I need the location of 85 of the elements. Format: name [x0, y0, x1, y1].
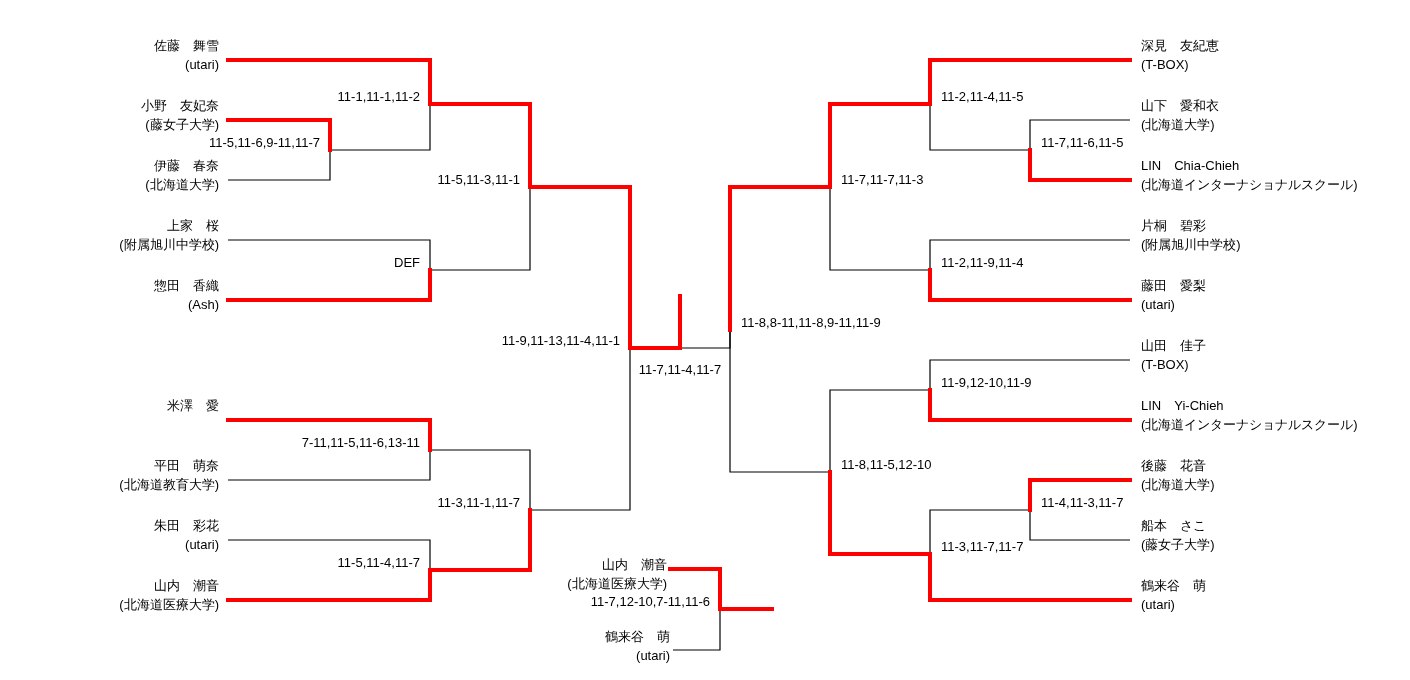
match-score: 11-2,11-9,11-4 — [941, 255, 1024, 270]
player-name: LIN Chia-Chieh — [1141, 157, 1240, 175]
player-name: 朱田 彩花 — [154, 517, 219, 535]
team-name: (utari) — [1141, 296, 1175, 314]
bracket-line — [672, 608, 721, 651]
bracket-line — [929, 239, 1131, 271]
team-name: (藤女子大学) — [145, 116, 219, 134]
bracket-line — [829, 186, 931, 271]
match-score: 11-3,11-7,11-7 — [941, 539, 1024, 554]
team-name: (T-BOX) — [1141, 356, 1189, 374]
player-name: 深見 友紀恵 — [1141, 37, 1219, 55]
player-name: LIN Yi-Chieh — [1141, 397, 1224, 415]
team-name: (utari) — [185, 56, 219, 74]
bracket-line — [1028, 478, 1132, 512]
match-score: 11-2,11-4,11-5 — [941, 89, 1024, 104]
player-name: 山田 佳子 — [1141, 337, 1206, 355]
bracket-line — [329, 103, 431, 151]
match-score: 11-4,11-3,11-7 — [1041, 495, 1124, 510]
team-name: (藤女子大学) — [1141, 536, 1215, 554]
player-name: 片桐 碧彩 — [1141, 217, 1206, 235]
player-name: 後藤 花音 — [1141, 457, 1206, 475]
bracket-line — [928, 268, 1132, 302]
team-name: (北海道医療大学) — [119, 596, 219, 614]
match-score: 11-3,11-1,11-7 — [437, 495, 520, 510]
team-name: (utari) — [636, 646, 670, 665]
match-score: 11-1,11-1,11-2 — [337, 89, 420, 104]
team-name: (Ash) — [187, 296, 219, 314]
player-name: 伊藤 春奈 — [154, 157, 219, 175]
player-name: 山内 潮音 — [602, 555, 667, 574]
team-name: (北海道教育大学) — [119, 476, 219, 494]
bracket-line — [227, 539, 431, 571]
match-score: 11-5,11-3,11-1 — [437, 172, 520, 187]
match-score: 11-9,12-10,11-9 — [941, 375, 1032, 390]
player-name: 小野 友妃奈 — [141, 97, 219, 115]
match-score: DEF — [394, 255, 420, 270]
player-name: 平田 萌奈 — [154, 457, 219, 475]
team-name: (附属旭川中学校) — [1141, 236, 1241, 254]
bracket-line — [226, 268, 432, 302]
player-name: 藤田 愛梨 — [1141, 277, 1206, 295]
bracket-line — [729, 329, 831, 473]
bracket-line — [429, 186, 531, 271]
team-name: (北海道大学) — [145, 176, 219, 194]
bracket-line — [829, 389, 931, 473]
match-score: 11-7,12-10,7-11,11-6 — [590, 594, 710, 609]
player-name: 船本 さこ — [1141, 517, 1206, 535]
bracket-line — [929, 103, 1031, 151]
team-name: (utari) — [185, 536, 219, 554]
player-name: 米澤 愛 — [167, 397, 219, 415]
bracket-line — [929, 509, 1031, 555]
bracket-line — [1029, 509, 1131, 541]
team-name: (北海道インターナショナルスクール) — [1141, 176, 1358, 194]
player-name: 鶴来谷 萌 — [605, 627, 670, 646]
match-score: 11-7,11-6,11-5 — [1041, 135, 1124, 150]
player-name: 惣田 香織 — [154, 277, 219, 295]
bracket-line — [227, 149, 331, 181]
match-score: 11-8,8-11,11-8,9-11,11-9 — [741, 315, 881, 330]
bracket-line — [226, 118, 332, 152]
bracket-line — [529, 347, 631, 511]
match-score: 11-8,11-5,12-10 — [841, 457, 932, 472]
player-name: 佐藤 舞雪 — [154, 37, 219, 55]
bracket-line — [226, 418, 432, 452]
player-name: 山下 愛和衣 — [1141, 97, 1219, 115]
player-name: 上家 桜 — [167, 217, 219, 235]
team-name: (北海道インターナショナルスクール) — [1141, 416, 1358, 434]
player-name: 山内 潮音 — [154, 577, 219, 595]
team-name: (北海道大学) — [1141, 476, 1215, 494]
bracket-line — [227, 239, 431, 271]
bracket-line — [928, 388, 1132, 422]
match-score: 11-7,11-7,11-3 — [841, 172, 924, 187]
bracket-line — [1028, 148, 1132, 182]
player-name: 鶴来谷 萌 — [1141, 577, 1206, 595]
match-score: 11-9,11-13,11-4,11-1 — [501, 333, 620, 348]
team-name: (附属旭川中学校) — [119, 236, 219, 254]
team-name: (北海道医療大学) — [567, 574, 667, 593]
bracket-line — [1029, 119, 1131, 151]
team-name: (T-BOX) — [1141, 56, 1189, 74]
bracket-line — [929, 359, 1131, 391]
match-score: 7-11,11-5,11-6,13-11 — [301, 435, 420, 450]
match-score: 11-5,11-4,11-7 — [337, 555, 420, 570]
bracket-line — [227, 449, 431, 481]
bracket-line — [429, 449, 531, 511]
team-name: (utari) — [1141, 596, 1175, 614]
team-name: (北海道大学) — [1141, 116, 1215, 134]
match-score: 11-7,11-4,11-7 — [638, 362, 722, 377]
match-score: 11-5,11-6,9-11,11-7 — [208, 135, 320, 150]
